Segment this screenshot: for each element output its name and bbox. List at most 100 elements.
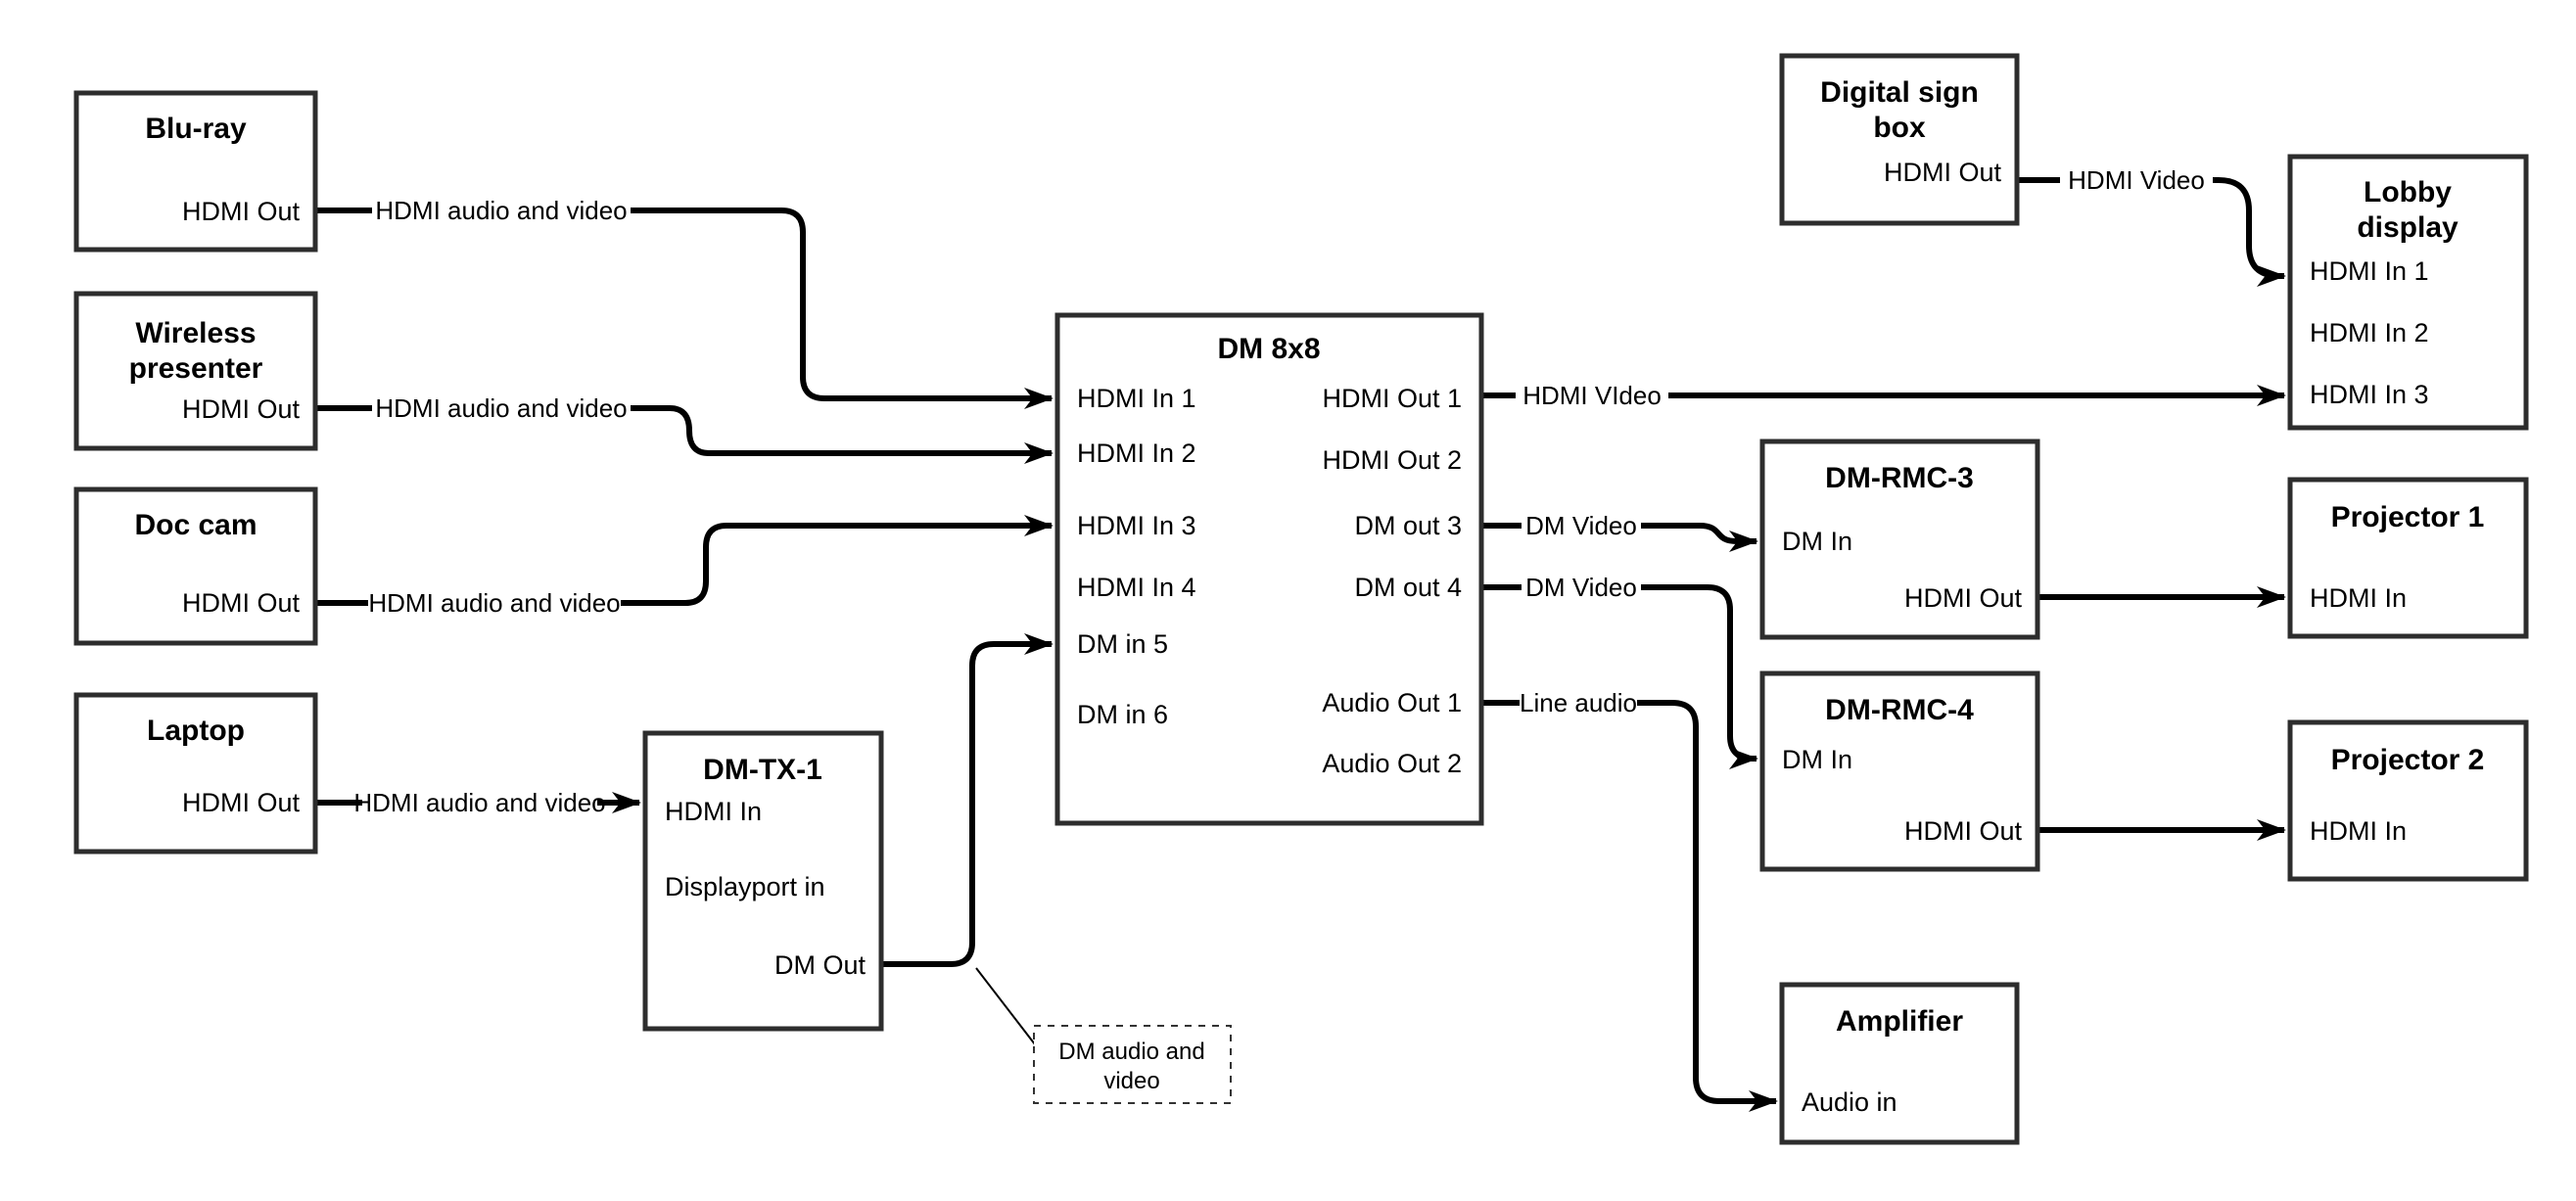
wire-dm8x8-out4-to-dmrmc4 [1481,584,1759,769]
lobby-port-hdmi-in2: HDMI In 2 [2310,318,2429,347]
wire-label-doccam: HDMI audio and video [368,588,620,618]
label-mask [362,786,597,819]
dm8x8-box [1054,312,1484,826]
label-mask [372,392,631,425]
node-digital-sign-box: Digital sign box HDMI Out [1779,53,2020,226]
proj2-port-hdmi-in: HDMI In [2310,816,2407,846]
dm8x8-port-hdmi-in1: HDMI In 1 [1077,384,1196,413]
dmtx1-port-displayport-in: Displayport in [665,872,825,901]
proj2-title: Projector 2 [2331,744,2485,776]
dm8x8-port-dm-out3: DM out 3 [1354,511,1462,540]
label-mask [1516,379,1668,412]
wire-label-digitalsign: HDMI Video [2068,165,2205,195]
node-wireless-presenter: Wireless presenter HDMI Out [73,291,318,451]
doccam-port-hdmi-out: HDMI Out [182,588,301,618]
bluray-port-hdmi-out: HDMI Out [182,197,301,226]
digitalsign-title-line1: Digital sign [1820,76,1979,109]
dm8x8-port-dm-in5: DM in 5 [1077,629,1168,659]
lobby-port-hdmi-in1: HDMI In 1 [2310,256,2429,286]
bluray-box [73,90,318,253]
dm8x8-port-dm-in6: DM in 6 [1077,700,1168,729]
node-doc-cam: Doc cam HDMI Out [73,486,318,646]
wire-label-laptop: HDMI audio and video [353,788,605,817]
wire-digitalsign-to-lobby-in1 [2017,177,2287,287]
label-mask [2060,163,2213,197]
label-mask [368,586,621,620]
wire-label-dm-out4: DM Video [1525,573,1637,602]
laptop-port-hdmi-out: HDMI Out [182,788,301,817]
wire-dm8x8-aout1-to-amp [1481,700,1779,1112]
label-mask [1522,571,1641,604]
proj2-box [2287,719,2529,882]
digitalsign-box [1779,53,2020,226]
dm8x8-port-audio-out1: Audio Out 1 [1322,688,1462,717]
node-projector1: Projector 1 HDMI In [2287,477,2529,639]
proj1-title: Projector 1 [2331,501,2485,533]
wireless-box [73,291,318,451]
callout-leader-line [975,967,1036,1045]
proj1-box [2287,477,2529,639]
digitalsign-title-line2: box [1873,112,1926,144]
dmrmc4-port-dm-in: DM In [1782,745,1852,774]
callout-box [1033,1025,1232,1104]
amp-title: Amplifier [1836,1005,1963,1038]
node-amplifier: Amplifier Audio in [1779,982,2020,1145]
dmtx1-title: DM-TX-1 [703,754,822,786]
dm8x8-port-audio-out2: Audio Out 2 [1322,749,1462,778]
laptop-box [73,692,318,855]
lobby-title-line1: Lobby [2364,176,2452,208]
node-dmrmc4: DM-RMC-4 DM In HDMI Out [1759,670,2040,872]
node-lobby-display: Lobby display HDMI In 1 HDMI In 2 HDMI I… [2287,154,2529,431]
dmrmc3-port-hdmi-out: HDMI Out [1904,583,2023,613]
dmrmc4-box [1759,670,2040,872]
wire-dmtx1-to-dm8x8-in5 [881,633,1054,967]
digitalsign-port-hdmi-out: HDMI Out [1884,158,2002,187]
dm8x8-port-hdmi-out1: HDMI Out 1 [1322,384,1462,413]
label-mask [1522,509,1641,542]
wire-wireless-to-dm8x8-in2 [315,405,1054,464]
node-projector2: Projector 2 HDMI In [2287,719,2529,882]
label-mask [372,194,631,227]
dm8x8-port-hdmi-in3: HDMI In 3 [1077,511,1196,540]
label-mask [1520,686,1637,719]
dmtx1-port-dm-out: DM Out [774,950,866,980]
laptop-title: Laptop [147,715,245,747]
wire-label-bluray: HDMI audio and video [375,196,627,225]
wire-label-dm-out3: DM Video [1525,511,1637,540]
dmrmc4-title: DM-RMC-4 [1825,694,1974,726]
wire-labels: HDMI audio and video HDMI audio and vide… [353,163,2213,819]
dm8x8-title: DM 8x8 [1217,333,1320,365]
bluray-title: Blu-ray [145,113,247,145]
dmrmc4-port-hdmi-out: HDMI Out [1904,816,2023,846]
wire-label-hdmi-out1: HDMI VIdeo [1522,381,1662,410]
proj1-port-hdmi-in: HDMI In [2310,583,2407,613]
dmrmc3-box [1759,439,2040,640]
wire-label-wireless: HDMI audio and video [375,393,627,423]
doccam-title: Doc cam [134,509,257,541]
dm8x8-port-hdmi-in2: HDMI In 2 [1077,439,1196,468]
amp-port-audio-in: Audio in [1802,1087,1897,1117]
wireless-title-line1: Wireless [135,317,256,349]
dmrmc3-port-dm-in: DM In [1782,527,1852,556]
wire-dm8x8-out3-to-dmrmc3 [1481,523,1759,552]
wireless-title-line2: presenter [129,352,263,385]
dmtx1-box [642,730,884,1032]
callout-text-line1: DM audio and [1058,1039,1204,1065]
node-dm8x8: DM 8x8 HDMI In 1 HDMI In 2 HDMI In 3 HDM… [1054,312,1484,826]
dm8x8-port-hdmi-out2: HDMI Out 2 [1322,445,1462,475]
dmrmc3-title: DM-RMC-3 [1825,462,1974,494]
node-dmtx1: DM-TX-1 HDMI In Displayport in DM Out [642,730,884,1032]
wire-label-audio-out1: Line audio [1520,688,1637,717]
wire-doccam-to-dm8x8-in3 [315,515,1054,606]
dm8x8-port-dm-out4: DM out 4 [1354,573,1462,602]
node-bluray: Blu-ray HDMI Out [73,90,318,253]
wireless-port-hdmi-out: HDMI Out [182,394,301,424]
callout-dm-audio-video: DM audio and video [1033,1025,1232,1104]
lobby-box [2287,154,2529,431]
dm8x8-port-hdmi-in4: HDMI In 4 [1077,573,1196,602]
dmtx1-port-hdmi-in: HDMI In [665,797,762,826]
lobby-title-line2: display [2357,211,2459,244]
node-laptop: Laptop HDMI Out [73,692,318,855]
